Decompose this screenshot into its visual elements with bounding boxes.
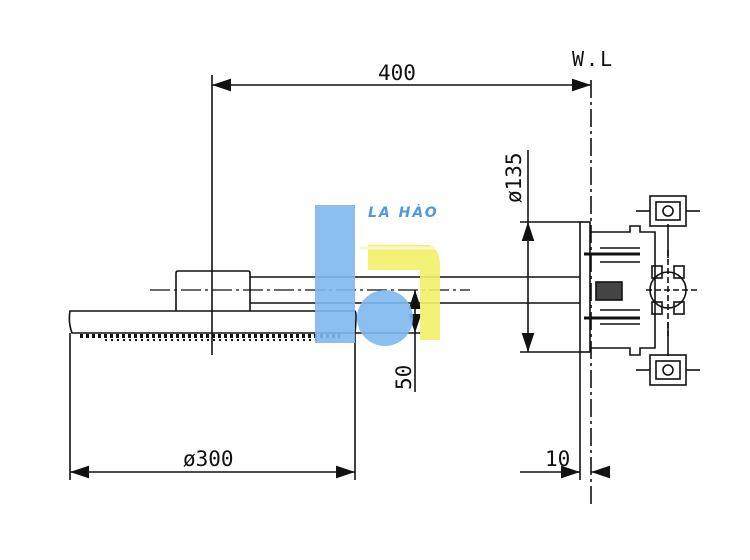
dim-300-label: ø300: [183, 447, 234, 471]
watermark-logo: LA HÀO: [315, 204, 440, 346]
dim-135-label: ø135: [502, 152, 526, 203]
wall-line-label: W.L: [572, 47, 614, 71]
dim-10-label: 10: [545, 447, 570, 471]
dim-400-label: 400: [378, 61, 416, 85]
wall-flange: [579, 221, 591, 353]
shower-head-boss: [175, 270, 251, 311]
dim-50-label: 50: [392, 365, 416, 390]
watermark-brand-text: LA HÀO: [368, 204, 439, 221]
mounting-body: [584, 195, 700, 386]
